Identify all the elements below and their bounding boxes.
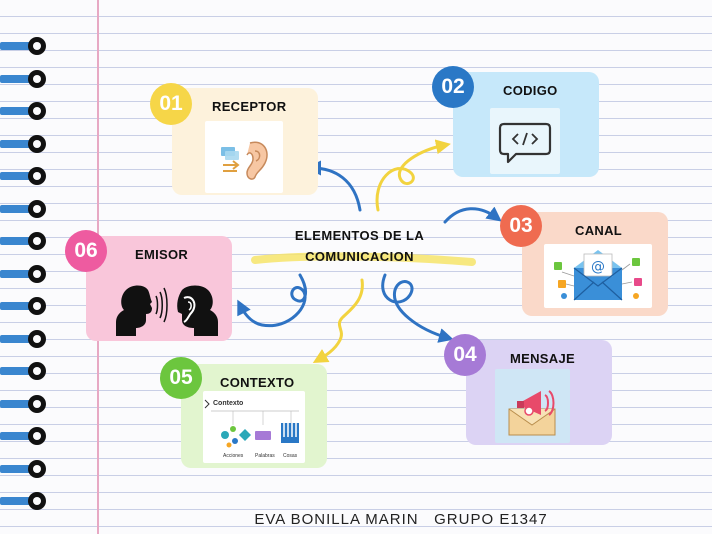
node-canal-title: CANAL (575, 223, 622, 238)
node-codigo-badge: 02 (432, 66, 474, 108)
binding-ring (0, 426, 48, 446)
svg-text:@: @ (591, 259, 605, 275)
center-title-line2: COMUNICACION (305, 249, 414, 264)
binding-ring (0, 361, 48, 381)
arrow-to-receptor (306, 160, 362, 212)
arrow-to-emisor (237, 273, 307, 328)
center-title: ELEMENTOS DE LA COMUNICACION (282, 225, 437, 267)
node-emisor-title: EMISOR (135, 247, 189, 262)
node-emisor-badge: 06 (65, 230, 107, 272)
node-mensaje-badge: 04 (444, 334, 486, 376)
binding-ring (0, 296, 48, 316)
binding-ring (0, 264, 48, 284)
megaphone-envelope-icon (508, 390, 556, 436)
node-canal-badge: 03 (500, 205, 542, 247)
binding-ring (0, 329, 48, 349)
center-highlight (251, 252, 476, 266)
node-codigo-title: CODIGO (503, 83, 558, 98)
author-name: EVA BONILLA MARIN (254, 511, 419, 528)
arrow-to-mensaje (381, 273, 454, 343)
binding-ring (0, 491, 48, 511)
binding-ring (0, 134, 48, 154)
code-icon (498, 122, 552, 164)
node-receptor-title: RECEPTOR (212, 99, 287, 114)
speaking-heads-icon (116, 285, 218, 336)
email-icon: @ (554, 250, 642, 301)
author-footer: EVA BONILLA MARIN GRUPO E1347 (244, 494, 548, 528)
node-receptor-image (205, 121, 283, 193)
binding-ring (0, 101, 48, 121)
author-group: GRUPO E1347 (434, 511, 548, 528)
context-heading: Contexto (213, 400, 244, 407)
center-title-line1: ELEMENTOS DE LA (294, 228, 425, 243)
context-label-palabras: Palabras (255, 453, 275, 459)
ear-icon (221, 141, 268, 180)
binding-ring (0, 459, 48, 479)
binding-ring (0, 36, 48, 56)
node-contexto-badge: 05 (160, 357, 202, 399)
binding-ring (0, 166, 48, 186)
node-receptor-badge: 01 (150, 83, 192, 125)
binding-ring (0, 394, 48, 414)
node-contexto-title: CONTEXTO (220, 375, 295, 390)
arrow-to-codigo (375, 139, 451, 212)
node-mensaje-title: MENSAJE (510, 351, 575, 366)
node-contexto-image: Contexto Acciones Palabras Cosas (203, 391, 305, 463)
node-mensaje-image (495, 369, 570, 443)
arrow-to-canal (443, 206, 502, 224)
node-canal-image: @ (544, 244, 652, 308)
context-diagram-icon (204, 399, 299, 448)
context-label-cosas: Cosas (283, 453, 298, 459)
binding-ring (0, 231, 48, 251)
node-codigo-image (490, 108, 560, 174)
binding-ring (0, 199, 48, 219)
context-label-acciones: Acciones (223, 453, 244, 459)
binding-ring (0, 69, 48, 89)
arrow-to-contexto (312, 278, 364, 363)
